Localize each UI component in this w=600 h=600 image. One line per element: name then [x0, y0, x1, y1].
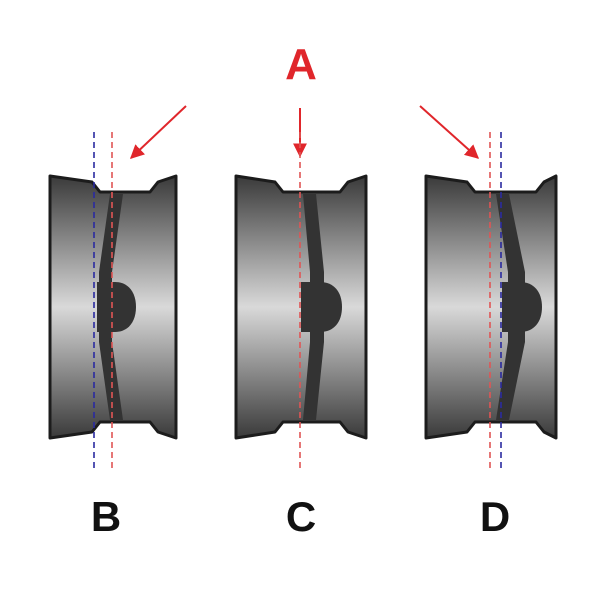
wheel-d-rim: [424, 174, 558, 440]
label-a: A: [285, 40, 317, 89]
wheel-c: [234, 132, 368, 470]
label-d: D: [480, 493, 510, 540]
label-b: B: [91, 493, 121, 540]
wheel-d: [424, 132, 558, 470]
wheel-b: [48, 132, 178, 470]
arrow-right: [419, 105, 480, 159]
wheel-b-hub: [97, 282, 136, 332]
wheel-c-hub: [301, 282, 342, 332]
label-c: C: [286, 493, 316, 540]
wheel-d-hub: [502, 282, 542, 332]
arrow-left: [129, 105, 187, 159]
